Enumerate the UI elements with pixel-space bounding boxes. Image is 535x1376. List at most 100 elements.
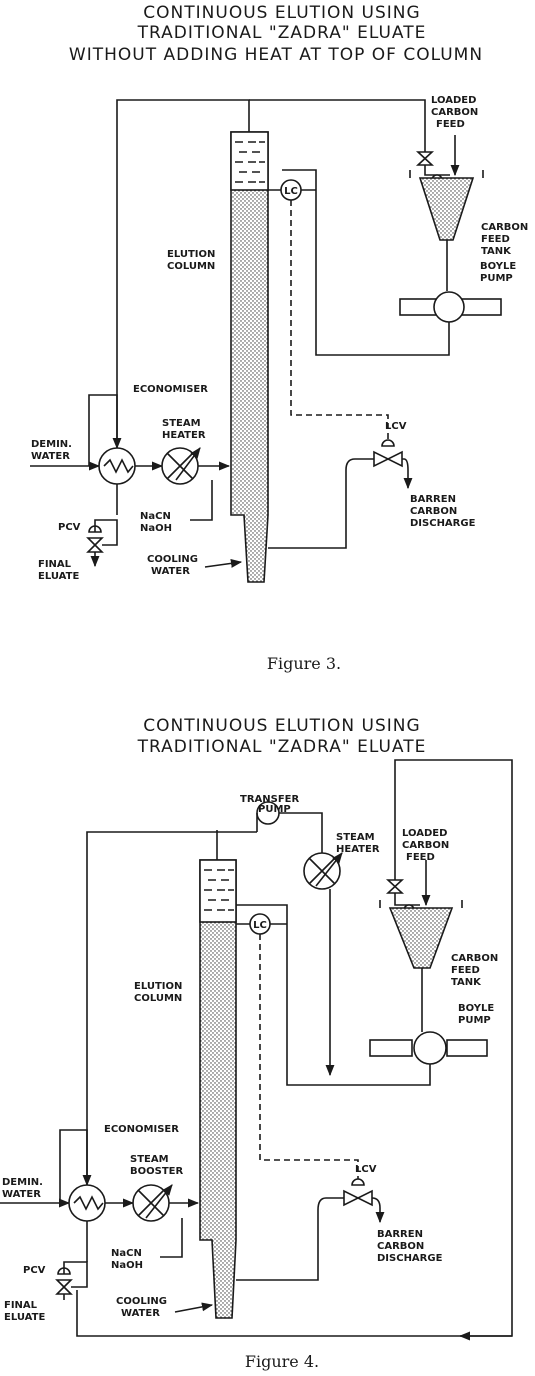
svg-text:PUMP: PUMP: [458, 1015, 491, 1026]
svg-text:ELUTION: ELUTION: [134, 981, 182, 992]
barren-discharge-arrow: [402, 458, 413, 490]
figure3-final-eluate-label: FINAL ELUATE: [38, 559, 79, 582]
lc-signal-line: [290, 200, 389, 446]
column-bottom-to-lcv: [236, 1197, 344, 1281]
figure4-steam-booster-label: STEAM BOOSTER: [130, 1154, 183, 1177]
svg-text:FEED: FEED: [436, 119, 465, 130]
cooling-water-arrow: [174, 1302, 214, 1313]
elution-column: [230, 131, 269, 583]
svg-text:TRANSFER: TRANSFER: [240, 794, 299, 805]
svg-text:WATER: WATER: [2, 1189, 41, 1200]
figure-3: CONTINUOUS ELUTION USING TRADITIONAL "ZA…: [30, 3, 528, 673]
economiser-coil: [103, 458, 134, 474]
svg-text:WATER: WATER: [31, 451, 70, 462]
svg-text:DEMIN.: DEMIN.: [31, 439, 72, 450]
figure4-loaded-carbon-feed-label: LOADED CARBON FEED: [402, 828, 449, 863]
figure4-economiser-label: ECONOMISER: [104, 1124, 179, 1135]
figure3-title-line-2: TRADITIONAL "ZADRA" ELUATE: [137, 23, 427, 43]
figure-4: CONTINUOUS ELUTION USING TRADITIONAL "ZA…: [0, 716, 513, 1371]
figure3-cooling-water-label: COOLING WATER: [147, 554, 198, 577]
svg-text:DEMIN.: DEMIN.: [2, 1177, 43, 1188]
transfer-pump-outlet: [256, 812, 323, 853]
economiser-bypass: [88, 394, 118, 466]
nacn-line: [190, 480, 213, 521]
figure4-transfer-pump-label: TRANSFER PUMP: [240, 794, 299, 805]
tank-rim: [379, 900, 463, 908]
svg-text:BOYLE: BOYLE: [458, 1003, 494, 1014]
figure4-transfer-pump-label-line2: PUMP: [258, 804, 291, 815]
pump-return-line: [282, 169, 450, 356]
svg-text:HEATER: HEATER: [336, 844, 380, 855]
figure4-lcv-label: LCV: [355, 1164, 377, 1175]
barren-discharge-arrow: [371, 1197, 385, 1224]
column-top-waves: [235, 141, 265, 183]
figure4-title-line-2: TRADITIONAL "ZADRA" ELUATE: [137, 737, 427, 757]
svg-text:BOYLE: BOYLE: [480, 261, 516, 272]
figure4-caption: Figure 4.: [245, 1352, 319, 1371]
elution-column: [199, 859, 237, 1319]
steam-booster-arrow: [145, 1184, 173, 1219]
steam-heater-arrow: [175, 447, 201, 481]
svg-text:NaCN: NaCN: [140, 511, 171, 522]
pcv-valve-icon: [86, 537, 104, 553]
lcv-actuator-icon: [351, 1178, 365, 1186]
figure4-steam-heater-label: STEAM HEATER: [336, 832, 380, 855]
feed-valve-icon: [415, 151, 435, 166]
svg-text:STEAM: STEAM: [336, 832, 375, 843]
svg-text:NaCN: NaCN: [111, 1248, 142, 1259]
lc-label: LC: [253, 920, 267, 931]
tank-rim: [409, 170, 484, 178]
column-top-waves: [204, 869, 234, 911]
nacn-line: [160, 1218, 183, 1258]
feed-valve-icon: [385, 879, 405, 894]
figure4-demin-water-label: DEMIN. WATER: [2, 1177, 43, 1200]
svg-text:NaOH: NaOH: [140, 523, 172, 534]
figure3-caption: Figure 3.: [267, 654, 341, 673]
figure4-barren-carbon-discharge-label: BARREN CARBON DISCHARGE: [377, 1229, 443, 1264]
carbon-feed-tank: [388, 907, 454, 969]
pcv-valve-icon: [55, 1279, 73, 1295]
steam-heater-cross: [308, 857, 336, 885]
boyle-pump-icon: [433, 291, 465, 323]
svg-text:BOOSTER: BOOSTER: [130, 1166, 183, 1177]
figure3-nacn-naoh-label: NaCN NaOH: [140, 511, 172, 534]
svg-text:COOLING: COOLING: [116, 1296, 167, 1307]
svg-text:FINAL: FINAL: [4, 1300, 38, 1311]
carbon-feed-tank: [418, 177, 475, 241]
figure3-title-line-3: WITHOUT ADDING HEAT AT TOP OF COLUMN: [69, 45, 483, 65]
boyle-pump-pipe-left: [369, 1039, 413, 1057]
figure4-elution-column-label: ELUTION COLUMN: [134, 981, 182, 1004]
lcv-valve-icon: [343, 1189, 373, 1207]
economiser-bypass: [59, 1129, 88, 1203]
svg-text:WATER: WATER: [121, 1308, 160, 1319]
lc-signal-line: [259, 934, 359, 1185]
svg-text:COLUMN: COLUMN: [167, 261, 215, 272]
steam-booster-cross: [137, 1189, 165, 1217]
figure4-boyle-pump-label: BOYLE PUMP: [458, 1003, 494, 1026]
svg-text:CARBON: CARBON: [377, 1241, 424, 1252]
pump-return-line: [236, 904, 431, 1086]
svg-text:COLUMN: COLUMN: [134, 993, 182, 1004]
svg-text:DISCHARGE: DISCHARGE: [377, 1253, 443, 1264]
svg-text:DISCHARGE: DISCHARGE: [410, 518, 476, 529]
figure3-title-line-1: CONTINUOUS ELUTION USING: [143, 3, 420, 23]
pcv-connection: [63, 1261, 88, 1288]
cooling-water-arrow: [204, 558, 243, 568]
svg-text:FEED: FEED: [481, 234, 510, 245]
svg-text:WATER: WATER: [151, 566, 190, 577]
pcv-connection: [94, 519, 118, 546]
steam-heater-arrow: [315, 852, 343, 887]
figure3-boyle-pump-label: BOYLE PUMP: [480, 261, 516, 284]
svg-text:LOADED: LOADED: [402, 828, 447, 839]
figure3-barren-carbon-discharge-label: BARREN CARBON DISCHARGE: [410, 494, 476, 529]
svg-text:BARREN: BARREN: [377, 1229, 423, 1240]
column-bottom-to-lcv: [268, 458, 374, 549]
figure3-economiser-label: ECONOMISER: [133, 384, 208, 395]
figure3-pcv-label: PCV: [58, 522, 81, 533]
economiser-coil: [73, 1195, 104, 1211]
svg-text:STEAM: STEAM: [162, 418, 201, 429]
svg-text:TANK: TANK: [481, 246, 512, 257]
svg-text:STEAM: STEAM: [130, 1154, 169, 1165]
lc-label: LC: [284, 186, 298, 197]
svg-text:LOADED: LOADED: [431, 95, 476, 106]
